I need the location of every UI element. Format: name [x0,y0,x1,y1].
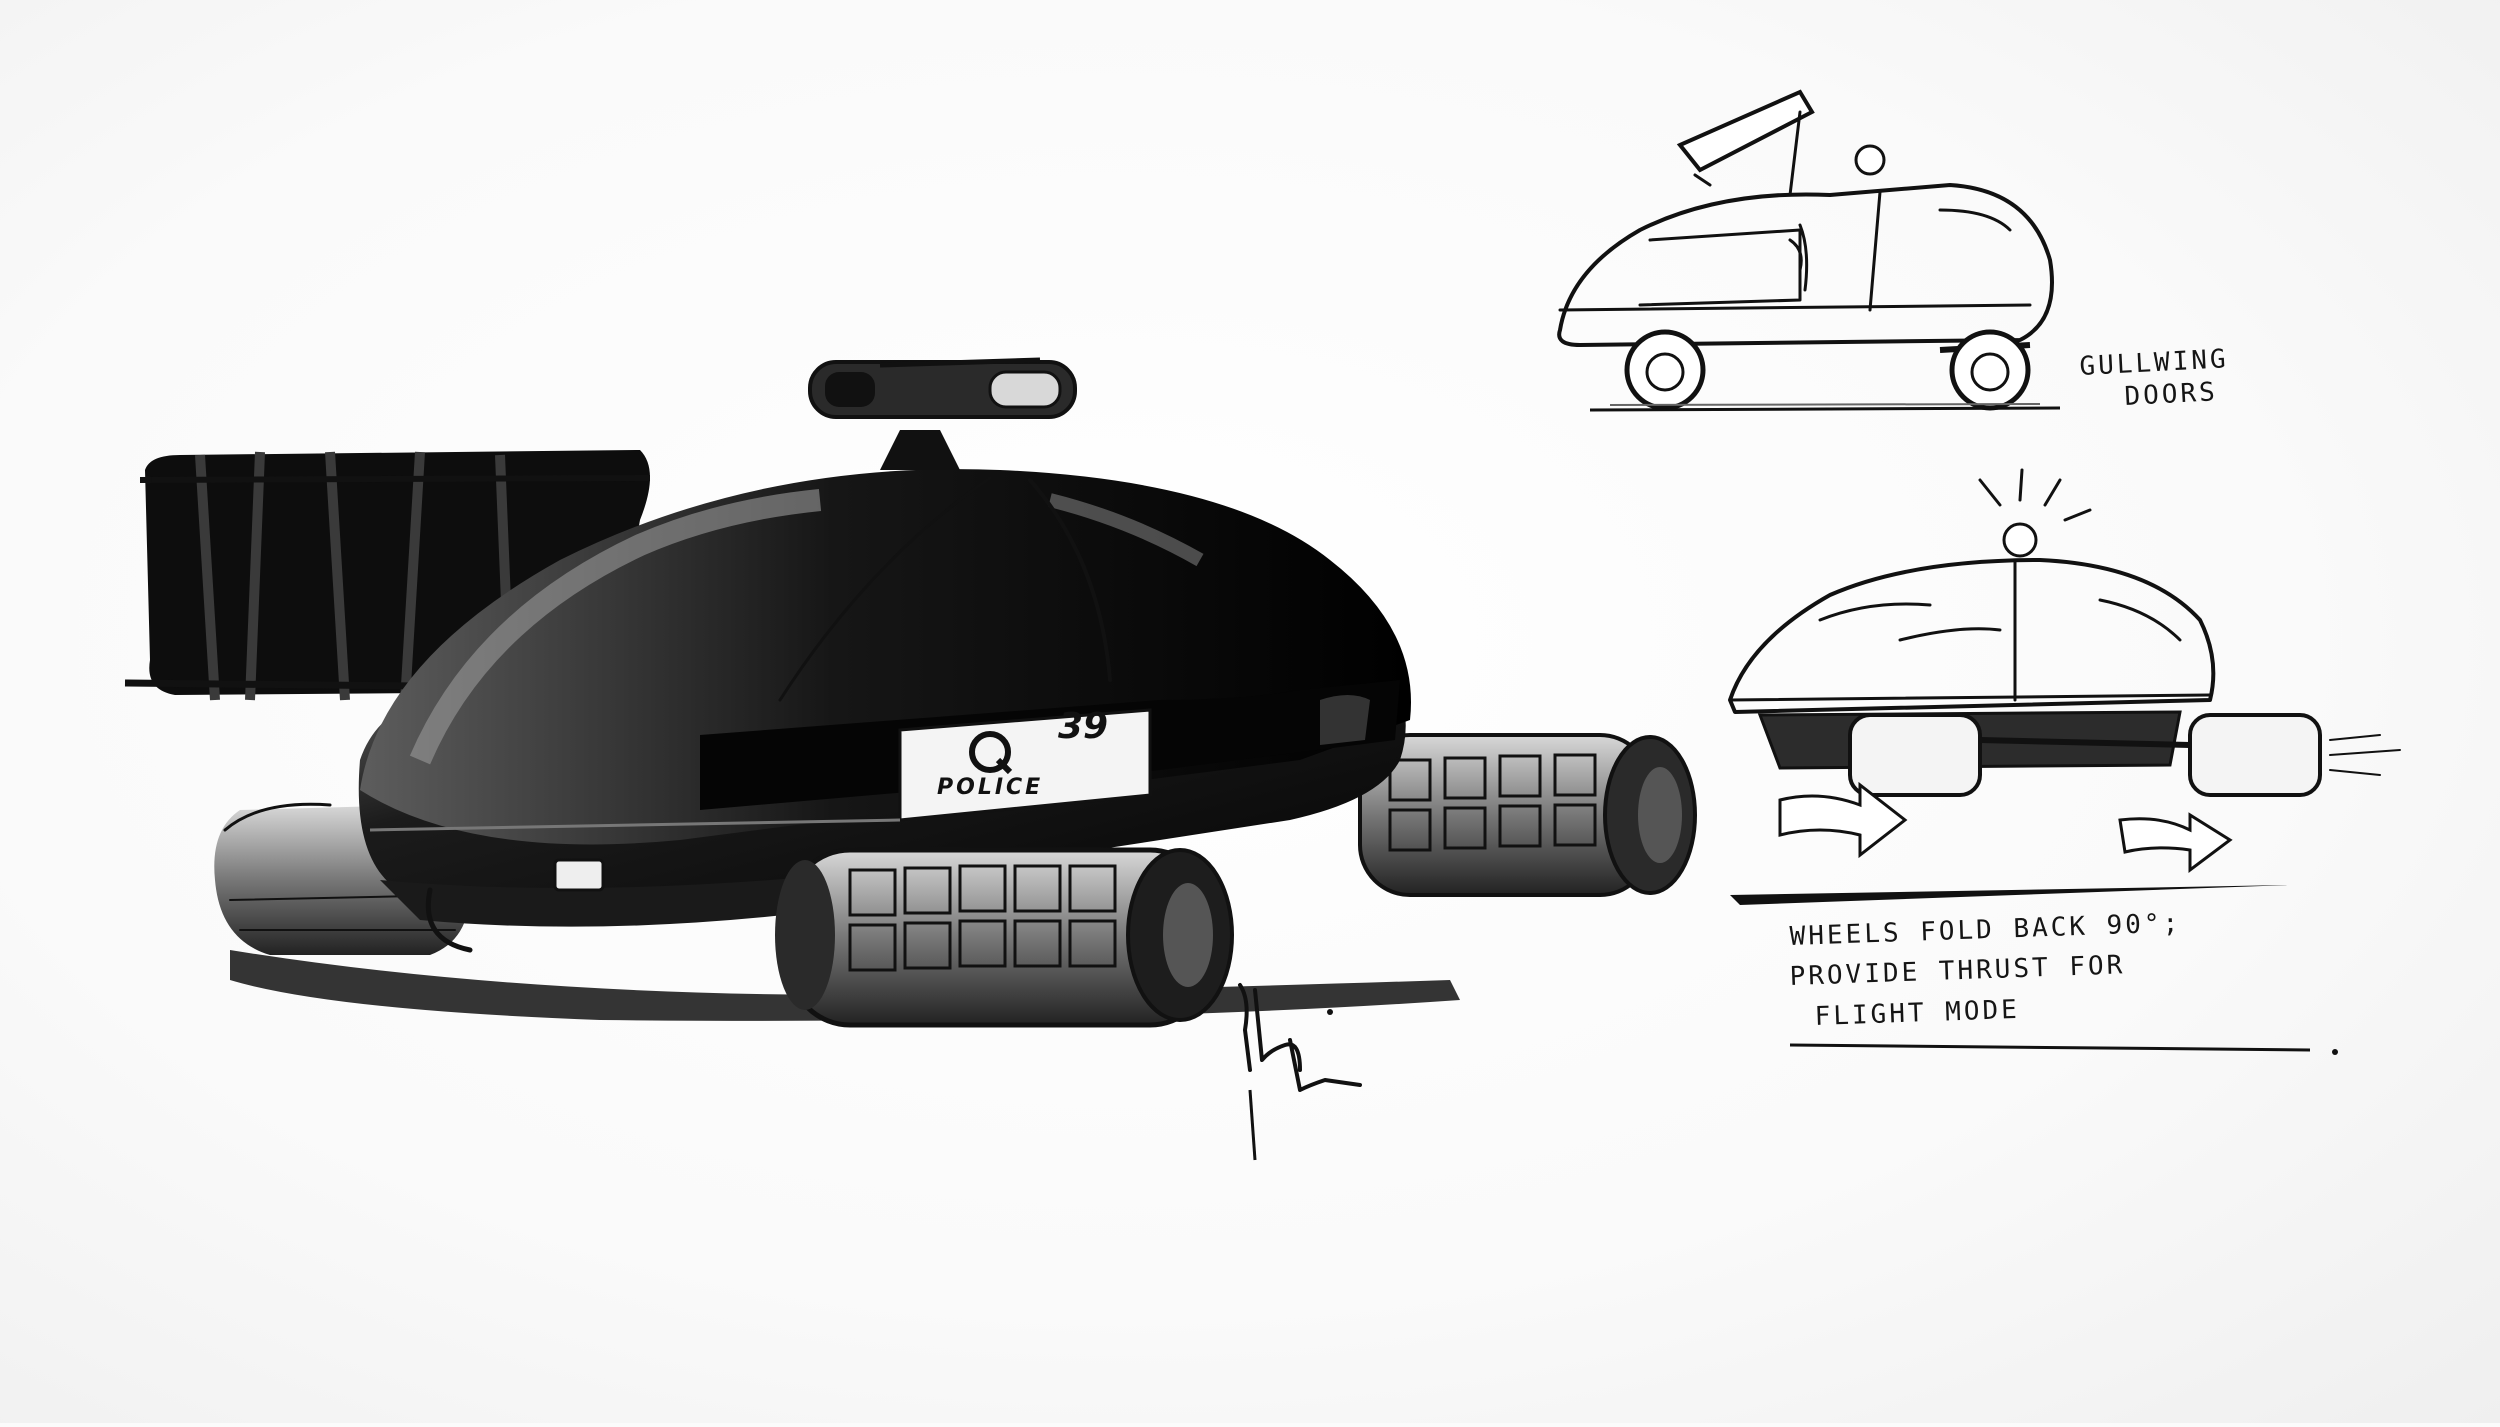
unit-number: 39 [1058,706,1108,747]
front-left-wheel-pod [775,847,1234,1028]
gullwing-note-line2: DOORS [2124,377,2219,412]
police-door-panel: Q 39 POLICE [898,706,1152,822]
wheels-note-line3: FLIGHT MODE [1814,995,2020,1032]
police-vehicle-sketch: Q 39 POLICE [214,357,1697,1028]
artist-signature [1238,983,1362,1161]
door-label: POLICE [937,775,1043,800]
wheels-note-line1: WHEELS FOLD BACK 90°; [1789,908,2182,952]
gullwing-side-view: GULLWING DOORS [1557,89,2230,412]
flight-mode-side-view: WHEELS FOLD BACK 90°; PROVIDE THRUST FOR… [1728,468,2401,1055]
roof-light-bar [808,357,1077,470]
gullwing-note-line1: GULLWING [2079,344,2230,382]
rear-right-wheel-pod [1358,733,1697,897]
wheels-note-line2: PROVIDE THRUST FOR [1789,950,2126,992]
